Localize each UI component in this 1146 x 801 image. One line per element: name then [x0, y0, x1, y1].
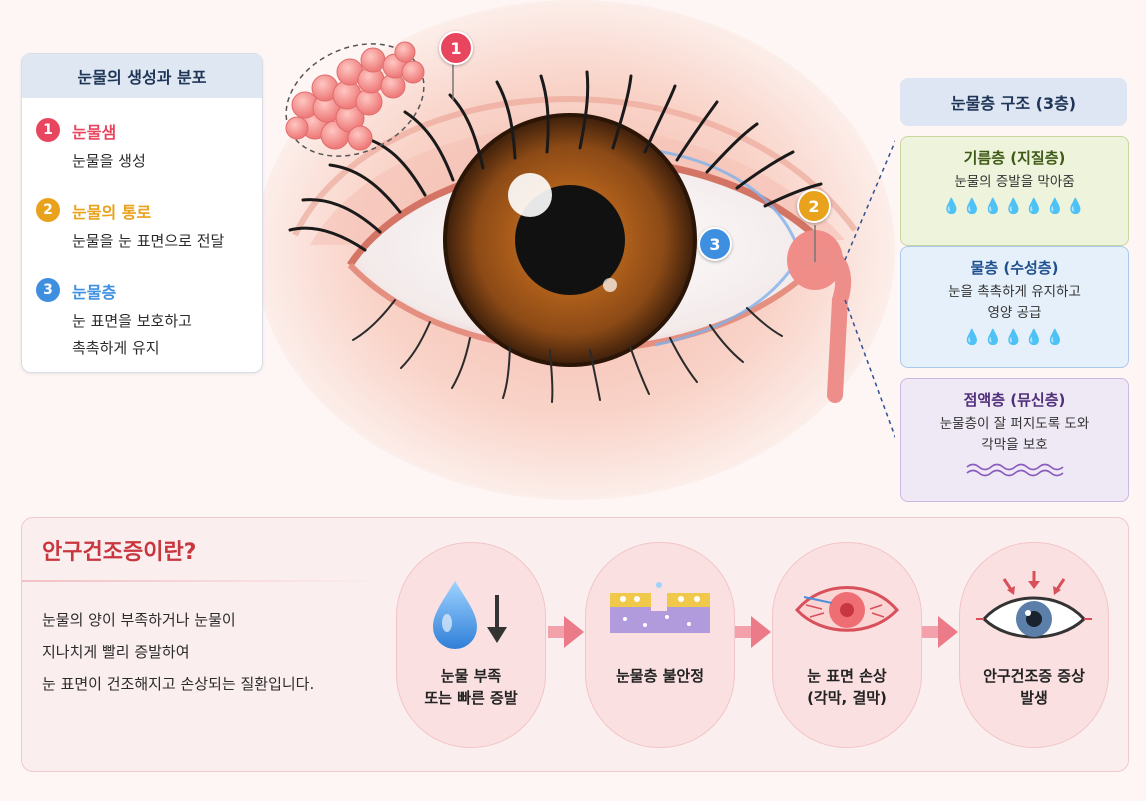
- arrow-right-icon: [938, 616, 958, 648]
- eye-illustration: [255, 0, 895, 500]
- marker-1-lacrimal-gland: 1: [439, 31, 473, 65]
- step-label-line: 안구건조증 증상: [983, 667, 1085, 685]
- step-label: 눈물 부족 또는 빠른 증발: [397, 665, 545, 709]
- layer-desc-line: 눈물층이 잘 퍼지도록 도와: [939, 416, 1090, 432]
- step-label-line: 발생: [1020, 689, 1048, 707]
- item-title: 눈물샘: [72, 123, 117, 142]
- arrow-right-icon: [564, 616, 584, 648]
- step-label-line: 눈물 부족: [440, 667, 502, 685]
- number-badge: 1: [36, 118, 60, 142]
- layer-desc: 눈을 촉촉하게 유지하고 영양 공급: [901, 282, 1128, 324]
- item-desc-line: 눈물을 눈 표면으로 전달: [72, 232, 225, 250]
- step-label-line: (각막, 결막): [807, 689, 887, 707]
- item-desc: 눈 표면을 보호하고 촉촉하게 유지: [72, 308, 192, 362]
- layer-desc: 눈물층이 잘 퍼지도록 도와 각막을 보호: [901, 414, 1128, 456]
- arrow-stem: [735, 626, 753, 638]
- tear-layer-panel: 눈물층 구조 (3층) 기름층 (지질층) 눈물의 증발을 막아줌 💧💧💧💧💧💧…: [900, 78, 1129, 502]
- step-label: 눈 표면 손상 (각막, 결막): [773, 665, 921, 709]
- step-label-line: 또는 빠른 증발: [424, 689, 518, 707]
- layer-desc-line: 각막을 보호: [981, 437, 1048, 453]
- wave-icon: [965, 463, 1064, 477]
- irritated-eye-icon: [976, 571, 1092, 639]
- step-tear-deficiency: 눈물 부족 또는 빠른 증발: [396, 542, 546, 748]
- layer-card-mucin: 점액층 (뮤신층) 눈물층이 잘 퍼지도록 도와 각막을 보호: [900, 378, 1129, 502]
- layer-title: 물층 (수성층): [970, 259, 1059, 277]
- oil-drop-icon: 💧💧💧💧💧💧💧: [942, 197, 1087, 215]
- title-divider: [22, 580, 382, 582]
- item-title: 눈물의 통로: [72, 203, 152, 222]
- layer-card-lipid: 기름층 (지질층) 눈물의 증발을 막아줌 💧💧💧💧💧💧💧: [900, 136, 1129, 246]
- tear-distribution-panel: 눈물의 생성과 분포 1 눈물샘 눈물을 생성 2 눈물의 통로 눈물을 눈 표…: [21, 53, 263, 373]
- layer-title: 점액층 (뮤신층): [963, 391, 1066, 409]
- description-line: 눈 표면이 건조해지고 손상되는 질환입니다.: [42, 675, 315, 693]
- item-desc-line: 눈 표면을 보호하고: [72, 312, 192, 330]
- number-badge: 3: [36, 278, 60, 302]
- red-eye-icon: [795, 586, 899, 632]
- item-desc: 눈물을 생성: [72, 148, 146, 175]
- water-drop-icon: 💧💧💧💧💧: [962, 328, 1067, 346]
- arrow-stem: [548, 626, 566, 638]
- item-desc-line: 눈물을 생성: [72, 152, 146, 170]
- step-unstable-tear-film: 눈물층 불안정: [585, 542, 735, 748]
- arrow-right-icon: [751, 616, 771, 648]
- arrow-stem: [922, 626, 940, 638]
- panel-title: 눈물층 구조 (3층): [900, 78, 1127, 126]
- section-description: 눈물의 양이 부족하거나 눈물이 지나치게 빨리 증발하여 눈 표면이 건조해지…: [42, 604, 314, 700]
- step-label: 눈물층 불안정: [586, 665, 734, 687]
- panel-title: 눈물의 생성과 분포: [22, 54, 262, 98]
- section-title: 안구건조증이란?: [42, 540, 197, 565]
- layer-desc: 눈물의 증발을 막아줌: [901, 172, 1128, 193]
- marker-2-tear-duct: 2: [797, 189, 831, 223]
- layer-title: 기름층 (지질층): [963, 149, 1066, 167]
- description-line: 눈물의 양이 부족하거나 눈물이: [42, 611, 236, 629]
- layer-desc-line: 눈물의 증발을 막아줌: [954, 174, 1075, 190]
- step-label-line: 눈물층 불안정: [615, 667, 705, 685]
- step-label: 안구건조증 증상 발생: [960, 665, 1108, 709]
- item-title: 눈물층: [72, 283, 117, 302]
- layer-desc-line: 영양 공급: [987, 305, 1042, 321]
- water-drop-down-arrow-icon: [433, 581, 507, 649]
- step-dry-eye-symptoms: 안구건조증 증상 발생: [959, 542, 1109, 748]
- dry-eye-section: 안구건조증이란? 눈물의 양이 부족하거나 눈물이 지나치게 빨리 증발하여 눈…: [21, 517, 1129, 772]
- item-desc: 눈물을 눈 표면으로 전달: [72, 228, 224, 255]
- item-desc-line: 촉촉하게 유지: [72, 339, 160, 357]
- number-badge: 2: [36, 198, 60, 222]
- layer-card-aqueous: 물층 (수성층) 눈을 촉촉하게 유지하고 영양 공급 💧💧💧💧💧: [900, 246, 1129, 368]
- step-surface-damage: 눈 표면 손상 (각막, 결막): [772, 542, 922, 748]
- description-line: 지나치게 빨리 증발하여: [42, 643, 190, 661]
- marker-3-tear-film: 3: [698, 227, 732, 261]
- layer-desc-line: 눈을 촉촉하게 유지하고: [948, 284, 1081, 300]
- unstable-tear-film-icon: [610, 582, 710, 633]
- step-label-line: 눈 표면 손상: [807, 667, 887, 685]
